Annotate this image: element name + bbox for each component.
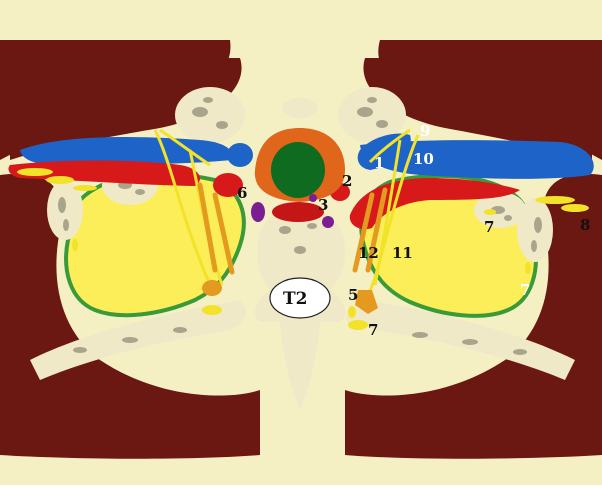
manubrium	[282, 98, 318, 118]
artery-behind-trachea	[272, 202, 324, 222]
label-3: 3	[318, 196, 328, 214]
label-9: 9	[420, 122, 430, 140]
label-11: 11	[392, 244, 413, 262]
label-7c: 7	[368, 321, 378, 339]
lymph-node-right	[322, 216, 334, 228]
label-8: 8	[580, 216, 590, 234]
ganglion-left	[202, 280, 222, 296]
label-7a: 7	[484, 218, 494, 236]
lymph-node-left	[251, 202, 265, 222]
trachea	[271, 142, 325, 198]
lymph-node-mid	[309, 194, 317, 202]
label-2: 2	[342, 172, 352, 190]
label-12: 12	[358, 244, 379, 262]
label-10: 10	[413, 150, 434, 168]
nerve-posterior-right	[348, 320, 368, 330]
nerve-posterior-left	[202, 305, 222, 315]
vein-knot-left	[227, 143, 253, 167]
label-7b: 7	[520, 281, 530, 299]
vertebra-label: T2	[283, 289, 307, 309]
label-6: 6	[237, 184, 247, 202]
clavicle-left	[175, 87, 245, 143]
label-1: 1	[374, 154, 384, 172]
label-5: 5	[348, 286, 358, 304]
